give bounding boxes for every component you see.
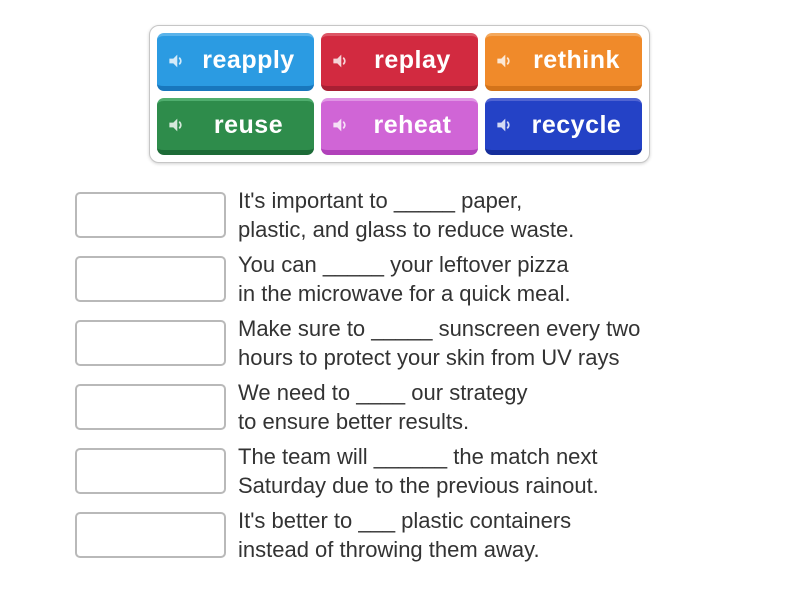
question-row: It's better to ___ plastic containers in… xyxy=(75,508,640,562)
answer-slot[interactable] xyxy=(75,256,226,302)
word-chip-replay[interactable]: replay xyxy=(321,33,478,91)
sentence-text: It's better to ___ plastic containers in… xyxy=(238,506,571,564)
answer-slot[interactable] xyxy=(75,192,226,238)
question-row: We need to ____ our strategy to ensure b… xyxy=(75,380,640,434)
word-chip-label: recycle xyxy=(531,110,622,139)
speaker-icon[interactable] xyxy=(495,51,514,70)
question-list: It's important to _____ paper, plastic, … xyxy=(75,188,640,576)
word-chip-label: rethink xyxy=(533,46,620,75)
answer-slot[interactable] xyxy=(75,384,226,430)
sentence-text: It's important to _____ paper, plastic, … xyxy=(238,186,574,244)
answer-slot[interactable] xyxy=(75,320,226,366)
word-chip-recycle[interactable]: recycle xyxy=(485,97,642,155)
sentence-line: It's important to _____ paper, xyxy=(238,188,523,213)
speaker-icon[interactable] xyxy=(331,51,350,70)
word-chip-reheat[interactable]: reheat xyxy=(321,97,478,155)
sentence-line: You can _____ your leftover pizza xyxy=(238,252,569,277)
sentence-line: instead of throwing them away. xyxy=(238,537,540,562)
speaker-icon[interactable] xyxy=(167,116,186,135)
sentence-line: plastic, and glass to reduce waste. xyxy=(238,217,575,242)
sentence-line: It's better to ___ plastic containers xyxy=(238,508,572,533)
word-chip-rethink[interactable]: rethink xyxy=(485,33,642,91)
word-chip-label: reheat xyxy=(373,110,452,139)
sentence-text: You can _____ your leftover pizza in the… xyxy=(238,250,571,308)
speaker-icon[interactable] xyxy=(331,116,350,135)
sentence-text: We need to ____ our strategy to ensure b… xyxy=(238,378,527,436)
sentence-line: in the microwave for a quick meal. xyxy=(238,281,571,306)
word-chip-label: reuse xyxy=(213,110,284,139)
question-row: It's important to _____ paper, plastic, … xyxy=(75,188,640,242)
sentence-text: The team will ______ the match next Satu… xyxy=(238,442,599,500)
sentence-line: The team will ______ the match next xyxy=(238,444,598,469)
sentence-line: to ensure better results. xyxy=(238,409,470,434)
sentence-text: Make sure to _____ sunscreen every two h… xyxy=(238,314,640,372)
speaker-icon[interactable] xyxy=(167,51,186,70)
question-row: You can _____ your leftover pizza in the… xyxy=(75,252,640,306)
question-row: The team will ______ the match next Satu… xyxy=(75,444,640,498)
word-chip-reuse[interactable]: reuse xyxy=(157,97,314,155)
word-chip-label: replay xyxy=(374,46,451,75)
sentence-line: Saturday due to the previous rainout. xyxy=(238,473,599,498)
question-row: Make sure to _____ sunscreen every two h… xyxy=(75,316,640,370)
sentence-line: We need to ____ our strategy xyxy=(238,380,528,405)
answer-slot[interactable] xyxy=(75,512,226,558)
word-chip-label: reapply xyxy=(202,46,295,75)
answer-slot[interactable] xyxy=(75,448,226,494)
sentence-line: hours to protect your skin from UV rays xyxy=(238,345,620,370)
word-chip-reapply[interactable]: reapply xyxy=(157,33,314,91)
sentence-line: Make sure to _____ sunscreen every two xyxy=(238,316,641,341)
word-bank: reapply replay rethink reuse reheat xyxy=(149,25,650,163)
speaker-icon[interactable] xyxy=(495,116,514,135)
